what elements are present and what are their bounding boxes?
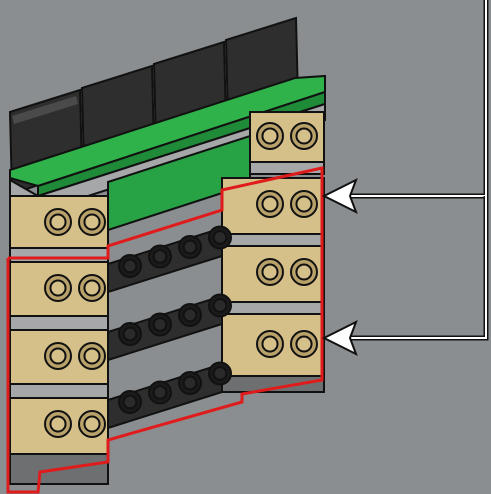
highlight-outline — [6, 166, 324, 494]
stud-top — [83, 347, 101, 365]
studs — [44, 122, 318, 438]
stud-top — [83, 279, 101, 297]
stud-top — [49, 415, 67, 433]
stud-top — [261, 127, 279, 145]
stud-top — [295, 335, 313, 353]
stud-top — [295, 263, 313, 281]
stud-top — [261, 263, 279, 281]
stud-top — [122, 326, 138, 342]
stud-top — [49, 347, 67, 365]
arrow-left-icon — [321, 319, 358, 357]
stud-top — [83, 213, 101, 231]
callout-line — [350, 0, 489, 199]
callout-line — [350, 0, 487, 197]
stud-top — [152, 249, 168, 264]
stud-top — [261, 195, 279, 213]
stud-top — [295, 127, 313, 145]
arrow-left-icon — [321, 177, 358, 215]
callout-line — [350, 196, 487, 339]
stud-top — [152, 317, 168, 332]
tan-brick-column-left — [9, 195, 109, 485]
stud-top — [261, 335, 279, 353]
stud-top — [295, 195, 313, 213]
stud-top — [49, 213, 67, 231]
stud-top — [83, 415, 101, 433]
stud-top — [212, 366, 228, 381]
stud-top — [212, 298, 228, 313]
callout-line — [350, 196, 489, 341]
stud-top — [212, 230, 228, 245]
stud-top — [122, 258, 138, 274]
stud-top — [182, 239, 198, 255]
stud-top — [122, 394, 138, 410]
callout — [321, 0, 489, 357]
stud-top — [49, 279, 67, 297]
stud-top — [152, 385, 168, 400]
top-tile — [12, 96, 78, 124]
stud-top — [182, 375, 198, 391]
stud-top — [182, 307, 198, 323]
